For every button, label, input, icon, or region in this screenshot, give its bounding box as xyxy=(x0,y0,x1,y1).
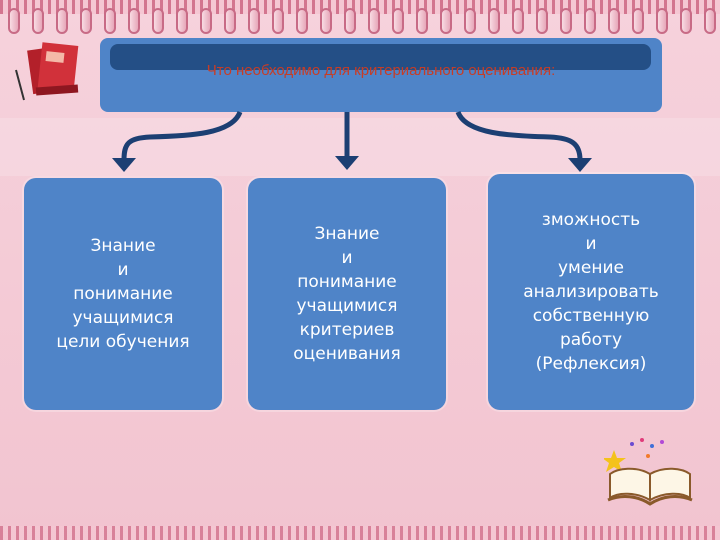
binding-ring xyxy=(320,8,332,34)
header-title-bar xyxy=(110,44,651,70)
arrow-right xyxy=(455,110,583,161)
binding-ring xyxy=(248,8,260,34)
binding-ring xyxy=(512,8,524,34)
card-text: зможность и умение анализировать собстве… xyxy=(523,210,659,374)
binding-ring xyxy=(464,8,476,34)
binding-ring xyxy=(392,8,404,34)
binding-ring xyxy=(440,8,452,34)
binding-ring xyxy=(56,8,68,34)
binding-ring xyxy=(584,8,596,34)
binding-ring xyxy=(368,8,380,34)
arrow-right-head xyxy=(568,158,592,172)
binding-ring xyxy=(200,8,212,34)
binding-ring xyxy=(560,8,572,34)
binding-ring xyxy=(296,8,308,34)
arrow-left xyxy=(121,110,243,161)
binding-ring xyxy=(128,8,140,34)
binding-ring xyxy=(488,8,500,34)
binding-ring xyxy=(8,8,20,34)
binding-ring xyxy=(608,8,620,34)
bottom-decorative-strip xyxy=(0,526,720,540)
binding-ring xyxy=(176,8,188,34)
card-reflection: зможность и умение анализировать собстве… xyxy=(488,174,694,410)
binding-ring xyxy=(272,8,284,34)
spiral-binding xyxy=(0,8,720,36)
card-text: Знание и понимание учащимися цели обучен… xyxy=(56,236,190,352)
open-book-icon xyxy=(604,438,693,506)
card-text: Знание и понимание учащимися критериев о… xyxy=(293,224,401,364)
binding-ring xyxy=(536,8,548,34)
header-title: Что необходимо для критериального оценив… xyxy=(206,62,556,79)
binding-ring xyxy=(104,8,116,34)
binding-ring xyxy=(704,8,716,34)
binding-ring xyxy=(656,8,668,34)
binding-ring xyxy=(224,8,236,34)
binding-ring xyxy=(416,8,428,34)
card-assessment-criteria: Знание и понимание учащимися критериев о… xyxy=(248,178,446,410)
binding-ring xyxy=(344,8,356,34)
binding-ring xyxy=(680,8,692,34)
binding-ring xyxy=(80,8,92,34)
header-box: Что необходимо для критериального оценив… xyxy=(100,38,662,112)
binding-ring xyxy=(32,8,44,34)
binding-ring xyxy=(632,8,644,34)
binding-ring xyxy=(152,8,164,34)
card-learning-objective: Знание и понимание учащимися цели обучен… xyxy=(24,178,222,410)
red-notebook-icon xyxy=(15,42,79,101)
arrow-middle-head xyxy=(335,156,359,170)
arrow-left-head xyxy=(112,158,136,172)
